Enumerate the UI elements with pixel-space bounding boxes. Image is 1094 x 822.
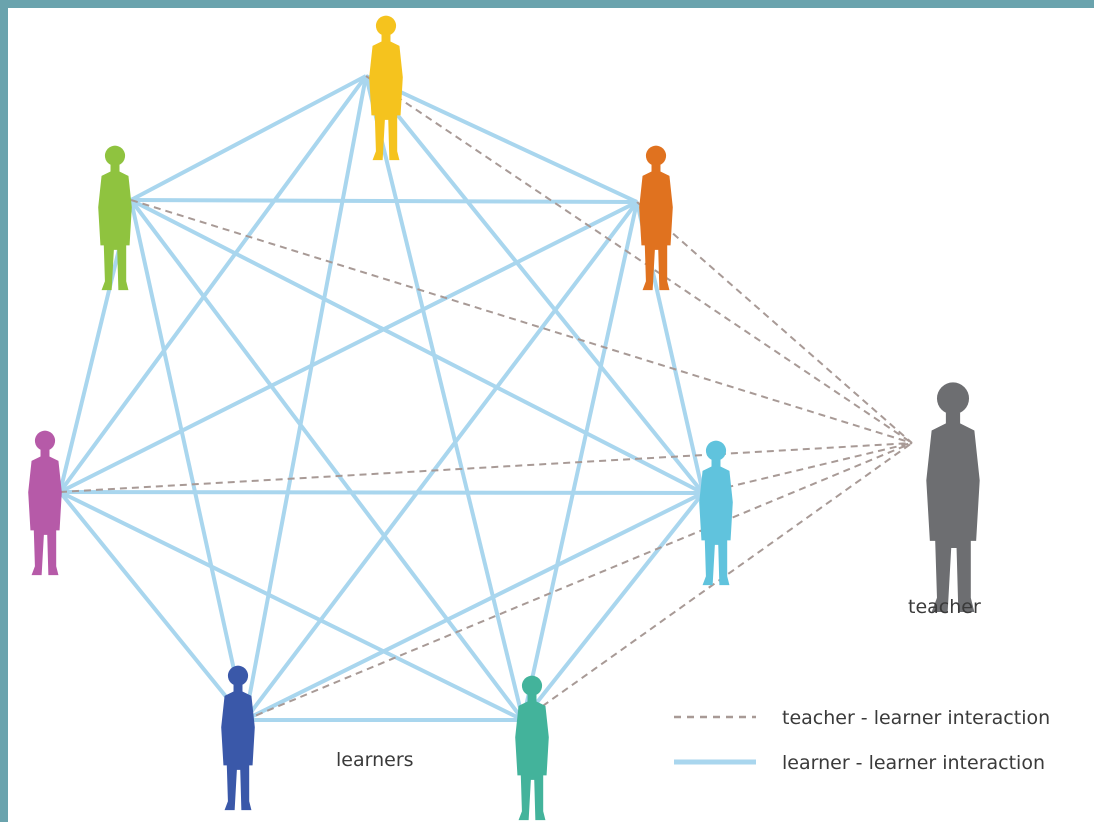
learner-learner-line [521, 201, 639, 721]
learner-learner-line [243, 75, 368, 721]
learner-learner-line [243, 200, 639, 722]
learner-figure-icon [515, 675, 549, 821]
people [28, 15, 980, 821]
learners-label: learners [336, 749, 414, 771]
teacher-learner-line [522, 442, 913, 721]
teacher-learner-line [365, 75, 913, 444]
learner-learner-line [521, 491, 705, 722]
teacher-label: teacher [908, 596, 981, 618]
learner-figure-icon [369, 15, 403, 161]
learner-learner-line [58, 74, 368, 494]
learner-learner-line [129, 198, 525, 722]
legend: teacher - learner interaction learner - … [674, 707, 1050, 774]
teacher-learner-line [244, 442, 913, 721]
learner-learner-line [129, 199, 247, 721]
learner-learner-line [364, 74, 705, 495]
diagram-frame: learners teacher teacher - learner inter… [8, 8, 1094, 822]
teacher-figure-icon [926, 382, 980, 613]
teacher-learner-lines [59, 75, 913, 721]
teacher-learner-line [702, 442, 913, 494]
learner-learner-line [244, 491, 704, 722]
learner-figure-icon [28, 430, 62, 576]
learner-learner-line [59, 200, 638, 494]
learner-learner-line [130, 198, 704, 495]
interaction-diagram: learners teacher teacher - learner inter… [28, 15, 1050, 821]
teacher-learner-line [130, 199, 913, 444]
learner-learner-line [59, 490, 704, 495]
learner-figure-icon [699, 440, 733, 586]
legend-learner-learner: learner - learner interaction [782, 752, 1045, 774]
learner-learner-line [130, 198, 638, 204]
legend-teacher-learner: teacher - learner interaction [782, 707, 1050, 729]
learner-learner-line [59, 490, 524, 722]
learner-learner-line [130, 74, 367, 202]
learner-learner-line [365, 74, 638, 204]
learner-figure-icon [639, 145, 673, 291]
learner-learner-line [364, 75, 525, 721]
learner-learner-line [58, 490, 247, 722]
teacher-learner-line [636, 201, 913, 444]
learner-learner-lines [58, 74, 705, 722]
teacher-learner-line [59, 442, 913, 493]
